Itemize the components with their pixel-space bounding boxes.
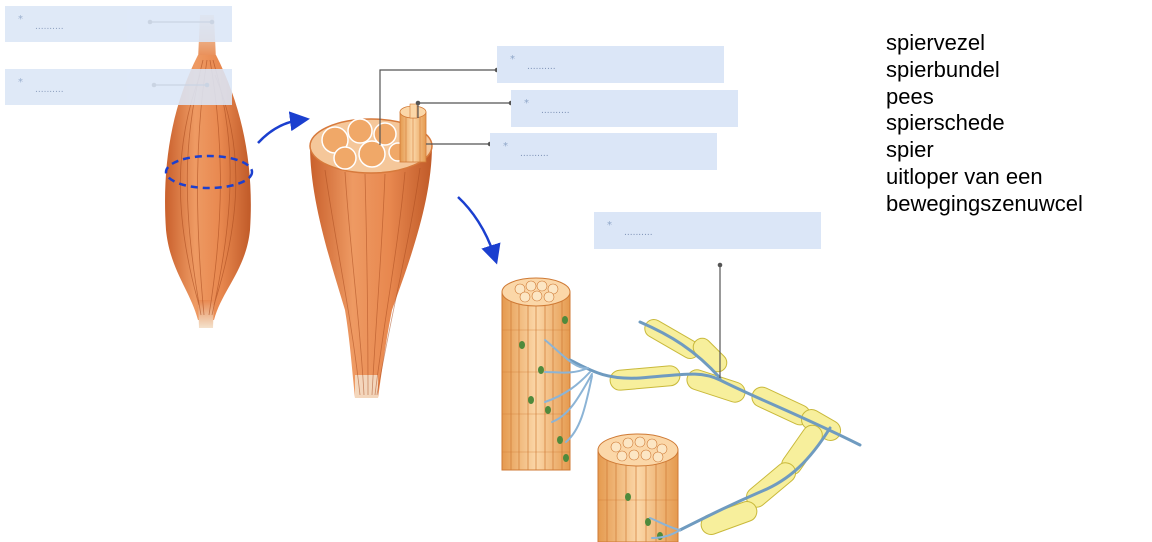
protruding-fascicle <box>400 104 426 162</box>
word-list-item: spierbundel <box>886 57 1083 84</box>
answer-box-2-dots: .......... <box>35 85 64 95</box>
answer-box-1-dots: .......... <box>35 22 64 32</box>
word-list-item: spiervezel <box>886 30 1083 57</box>
answer-box-3[interactable]: * .......... <box>497 46 724 83</box>
answer-box-6-star: * <box>607 220 612 231</box>
arrow-to-cross-section <box>258 120 300 143</box>
answer-box-5-star: * <box>503 141 508 152</box>
motor-nerve <box>545 316 860 538</box>
muscle-bottom-tendon <box>198 300 214 328</box>
answer-box-4-dots: .......... <box>541 106 570 116</box>
answer-box-6-dots: .......... <box>624 228 653 238</box>
answer-box-1-star: * <box>18 14 23 25</box>
fascicle-bundle-1 <box>502 278 570 470</box>
answer-box-3-dots: .......... <box>527 62 556 72</box>
arrow-to-fascicle <box>458 197 494 255</box>
whole-muscle <box>165 15 252 328</box>
section-body <box>310 145 432 398</box>
answer-box-2-star: * <box>18 77 23 88</box>
word-list-item: spier <box>886 137 1083 164</box>
answer-box-4-star: * <box>524 98 529 109</box>
muscle-cross-section <box>310 104 432 398</box>
word-list-item: bewegingszenuwcel <box>886 191 1083 218</box>
answer-box-6[interactable]: * .......... <box>594 212 821 249</box>
word-list: spiervezel spierbundel pees spierschede … <box>886 30 1083 218</box>
answer-box-5-dots: .......... <box>520 149 549 159</box>
answer-box-2[interactable]: * .......... <box>5 69 232 105</box>
word-list-item: spierschede <box>886 110 1083 137</box>
answer-box-3-star: * <box>510 54 515 65</box>
word-list-item: uitloper van een <box>886 164 1083 191</box>
answer-box-1[interactable]: * .......... <box>5 6 232 42</box>
answer-box-4[interactable]: * .......... <box>511 90 738 127</box>
word-list-item: pees <box>886 84 1083 111</box>
answer-box-5[interactable]: * .......... <box>490 133 717 170</box>
